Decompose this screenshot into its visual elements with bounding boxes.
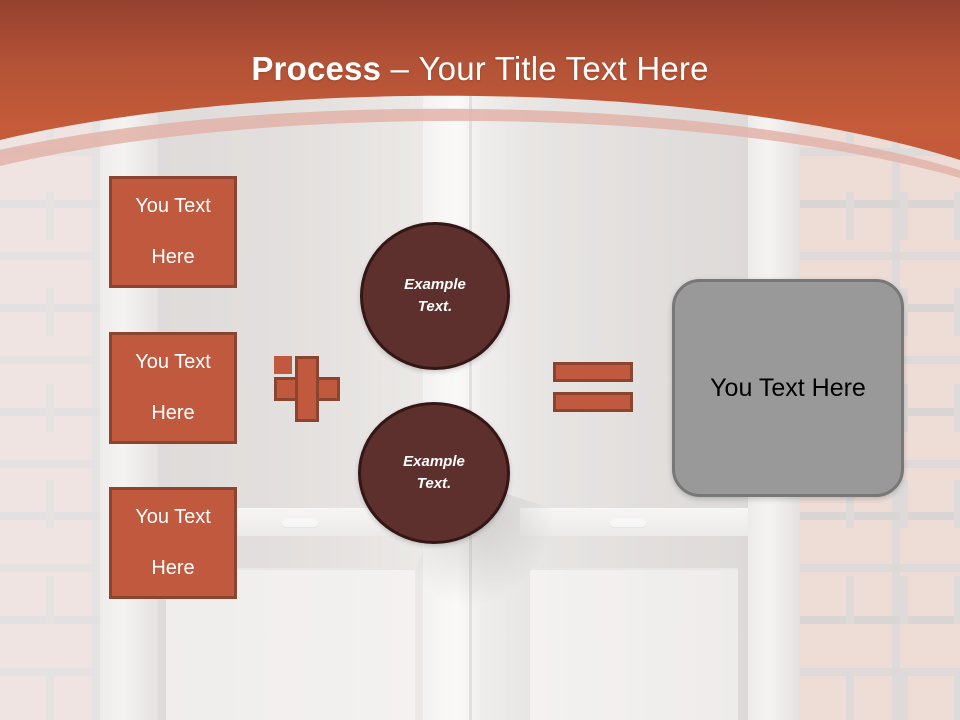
process-circle-1-label: Example Text.: [404, 276, 466, 315]
header-banner-svg: [0, 0, 960, 160]
plus-operator-icon: [274, 356, 340, 422]
process-circle-2-label: Example Text.: [403, 453, 465, 492]
page-title-bold: Process: [251, 50, 382, 87]
input-box-1-label: You Text Here: [135, 194, 211, 268]
input-box-1[interactable]: You Text Here: [109, 176, 237, 288]
page-title-separator: –: [390, 50, 410, 87]
header-banner: [0, 0, 960, 200]
equals-operator-icon: [553, 362, 633, 412]
input-box-2-label: You Text Here: [135, 350, 211, 424]
equals-top-bar: [553, 362, 633, 382]
plus-vertical-bar: [295, 356, 319, 422]
result-box[interactable]: You Text Here: [672, 279, 904, 497]
equals-bottom-bar: [553, 392, 633, 412]
plus-center-fill: [274, 356, 292, 374]
process-circle-1[interactable]: Example Text.: [360, 222, 510, 370]
process-circle-2[interactable]: Example Text.: [358, 402, 510, 544]
input-box-3-label: You Text Here: [135, 505, 211, 579]
door-panel-right: [530, 568, 738, 720]
input-box-3[interactable]: You Text Here: [109, 487, 237, 599]
door-handle-right: [610, 518, 646, 527]
result-box-label: You Text Here: [710, 373, 866, 402]
door-handle-left: [282, 518, 318, 527]
page-title: Process – Your Title Text Here: [0, 50, 960, 88]
page-title-rest: Your Title Text Here: [418, 50, 709, 87]
input-box-2[interactable]: You Text Here: [109, 332, 237, 444]
